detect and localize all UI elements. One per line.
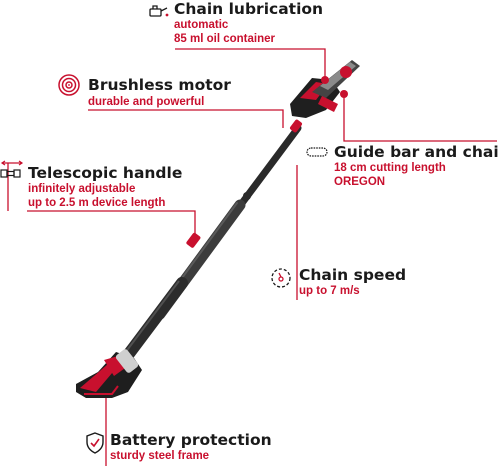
shield-check-icon bbox=[86, 432, 104, 454]
feature-detail: sturdy steel frame bbox=[110, 450, 210, 462]
feature-detail: durable and powerful bbox=[88, 96, 205, 108]
battery-handle bbox=[76, 349, 142, 398]
feature-title: Brushless motor bbox=[88, 76, 231, 94]
telescopic-icon bbox=[0, 160, 24, 178]
callout-brushless-motor: Brushless motor durable and powerful bbox=[88, 76, 231, 109]
feature-title: Guide bar and chain bbox=[334, 143, 498, 161]
feature-detail: up to 2.5 m device length bbox=[28, 197, 166, 209]
leader-lines bbox=[7, 48, 497, 466]
callout-telescopic-handle: Telescopic handle infinitely adjustable … bbox=[28, 164, 182, 210]
callout-battery-protection: Battery protection sturdy steel frame bbox=[110, 431, 272, 463]
oil-can-icon bbox=[149, 5, 169, 17]
pole-shaft bbox=[121, 119, 303, 364]
feature-title: Chain lubrication bbox=[174, 0, 324, 18]
feature-detail: OREGON bbox=[334, 176, 386, 188]
feature-title: Chain speed bbox=[299, 266, 407, 284]
feature-title: Telescopic handle bbox=[28, 164, 183, 182]
callout-guide-bar: Guide bar and chain 18 cm cutting length… bbox=[334, 143, 498, 189]
callout-chain-speed: Chain speed up to 7 m/s bbox=[299, 266, 406, 298]
feature-detail: up to 7 m/s bbox=[299, 285, 360, 297]
feature-detail: automatic bbox=[174, 19, 229, 31]
chain-bar-icon bbox=[306, 147, 328, 157]
speed-icon bbox=[271, 268, 291, 288]
callout-chain-lubrication: Chain lubrication automatic 85 ml oil co… bbox=[174, 0, 323, 46]
feature-title: Battery protection bbox=[110, 431, 272, 449]
saw-head bbox=[290, 60, 360, 118]
feature-detail: 85 ml oil container bbox=[174, 33, 275, 45]
motor-icon bbox=[58, 74, 80, 96]
feature-detail: infinitely adjustable bbox=[28, 183, 136, 195]
feature-detail: 18 cm cutting length bbox=[334, 162, 446, 174]
